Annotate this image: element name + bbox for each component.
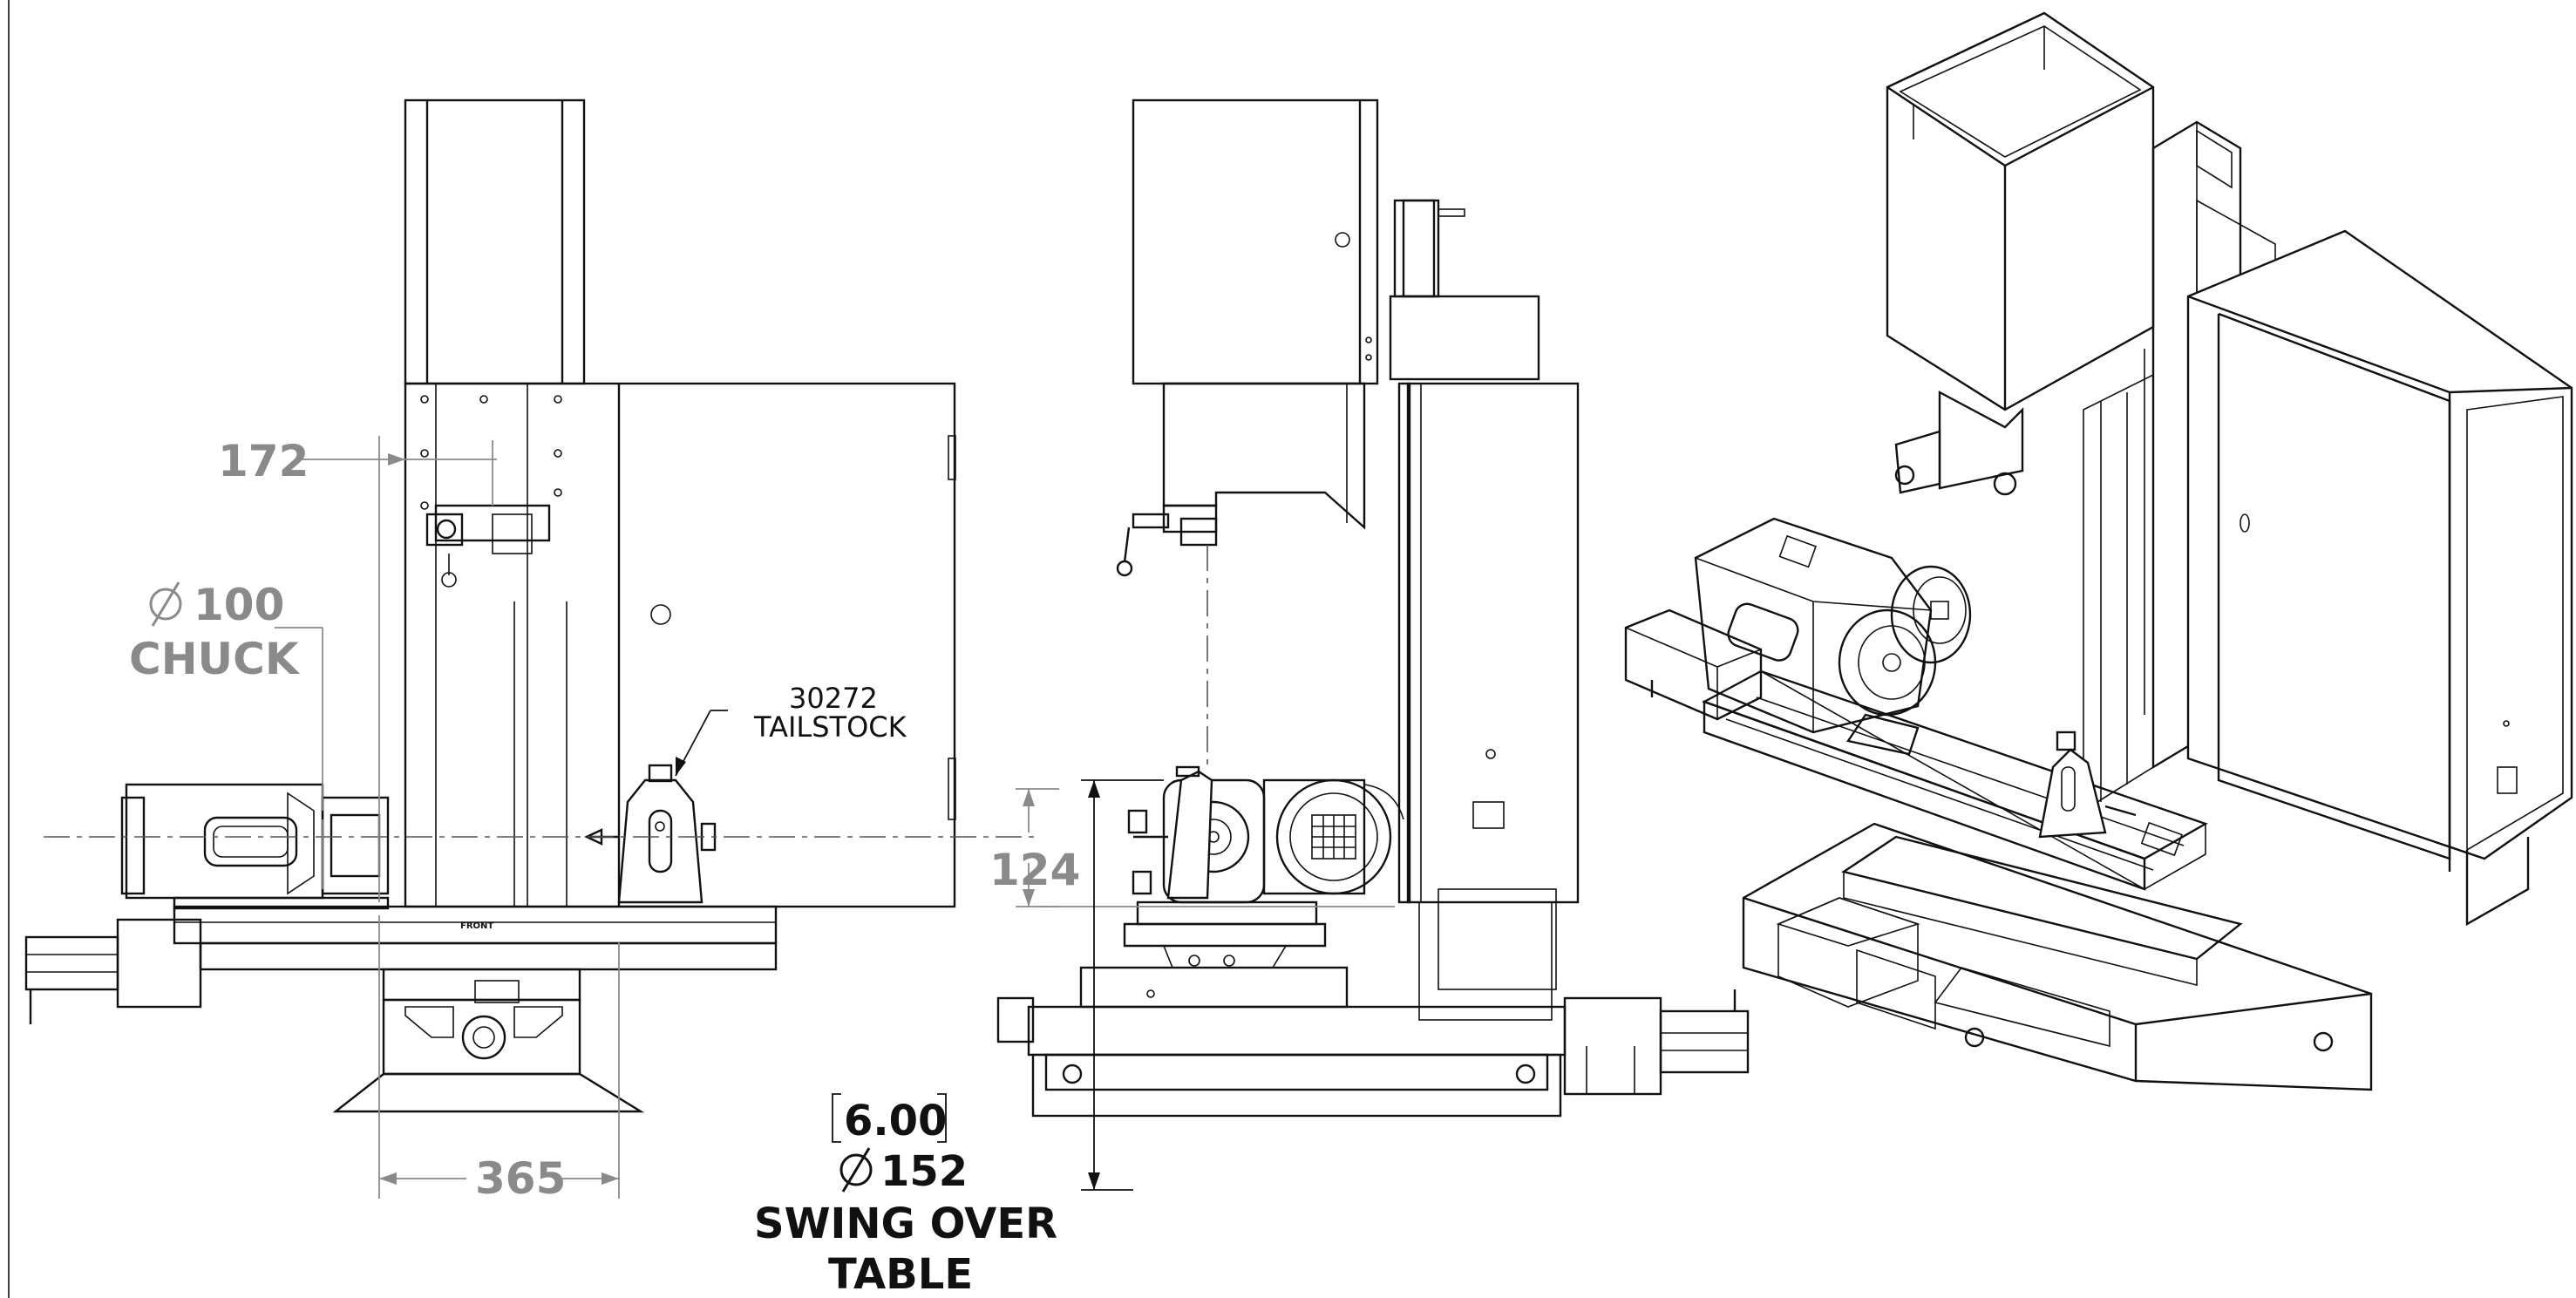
tailstock-label: TAILSTOCK	[753, 710, 907, 744]
tailstock-part-no: 30272	[789, 682, 878, 715]
dim-124: 124	[989, 845, 1080, 895]
swing-label-2: TABLE	[828, 1250, 973, 1298]
side-view	[996, 99, 1750, 1118]
front-view-dimensions: 172 100 CHUCK 365 30272 TAILSTOCK	[129, 436, 907, 1204]
dim-365: 365	[475, 1153, 566, 1204]
dim-172: 172	[218, 436, 309, 486]
side-view-dimensions: 124 6.00 152 SWING OVER TABLE	[754, 779, 1395, 1298]
front-view: FRONT	[24, 99, 1037, 1113]
motor-fan-grid	[1311, 814, 1356, 860]
diameter-symbol-chuck	[149, 581, 182, 627]
swing-label-1: SWING OVER	[754, 1199, 1057, 1248]
chuck-diameter: 100	[194, 580, 284, 630]
isometric-view	[1624, 11, 2573, 1091]
front-label: FRONT	[460, 921, 493, 931]
diameter-symbol-swing	[839, 1147, 873, 1193]
chuck-label: CHUCK	[129, 634, 301, 684]
swing-inch: 6.00	[844, 1097, 947, 1145]
swing-mm: 152	[880, 1147, 968, 1196]
